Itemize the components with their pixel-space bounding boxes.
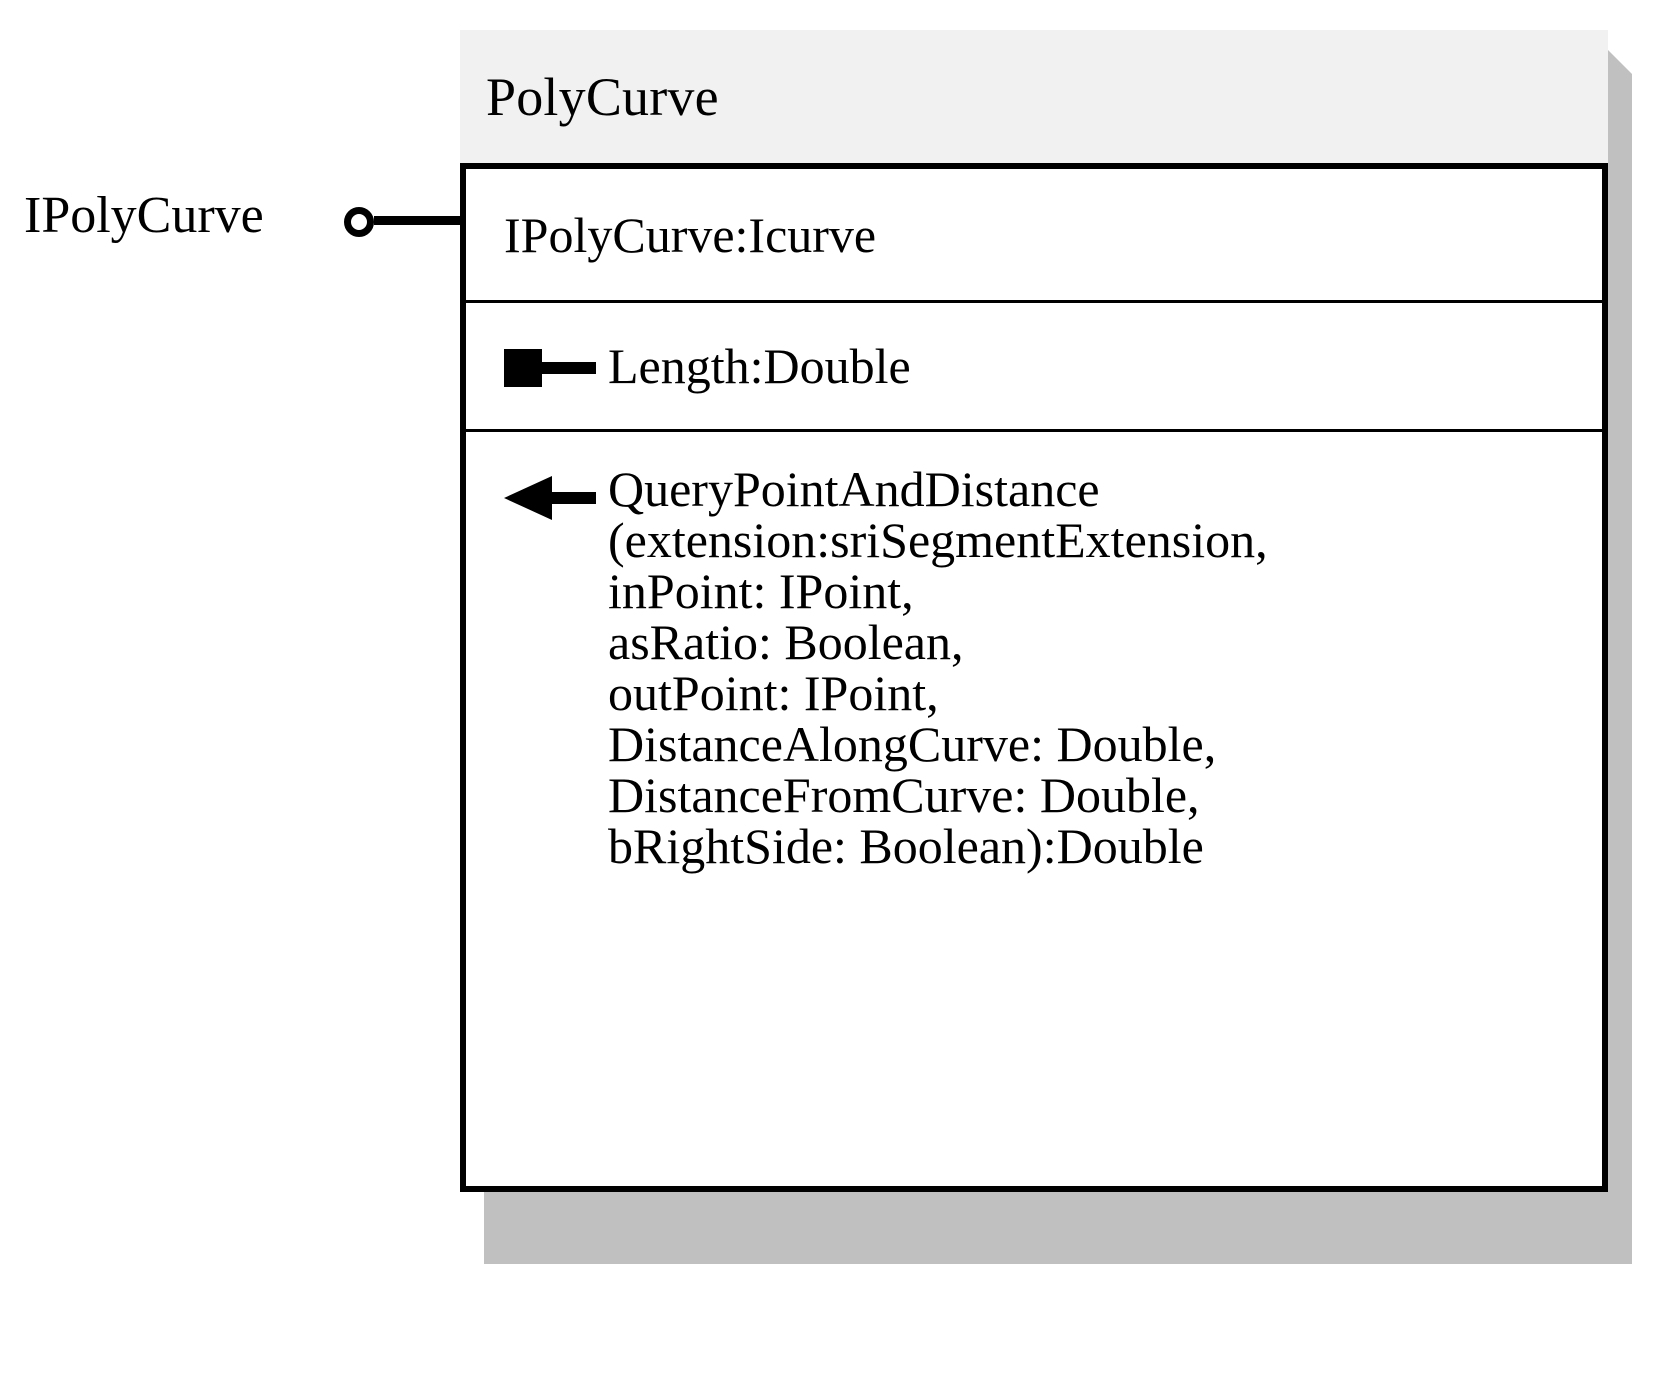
property-label: Length:Double xyxy=(608,337,911,394)
class-body: IPolyCurve:Icurve Length:Double xyxy=(460,163,1608,1192)
properties-compartment: Length:Double xyxy=(466,300,1602,429)
property-square-icon xyxy=(504,341,608,387)
class-name-label: PolyCurve xyxy=(486,66,719,127)
method-arrow-icon xyxy=(504,464,608,520)
interfaces-compartment: IPolyCurve:Icurve xyxy=(466,169,1602,300)
lollipop-circle-icon[interactable] xyxy=(344,207,374,237)
interface-name-label: IPolyCurve xyxy=(24,187,264,244)
method-row[interactable]: QueryPointAndDistance (extension:sriSegm… xyxy=(504,464,1602,872)
interface-item[interactable]: IPolyCurve:Icurve xyxy=(504,206,877,263)
class-header[interactable]: PolyCurve xyxy=(460,30,1608,163)
lollipop-stem-line xyxy=(374,216,466,225)
methods-compartment: QueryPointAndDistance (extension:sriSegm… xyxy=(466,429,1602,1174)
method-signature-label: QueryPointAndDistance (extension:sriSegm… xyxy=(608,461,1268,874)
property-row[interactable]: Length:Double xyxy=(504,337,911,394)
